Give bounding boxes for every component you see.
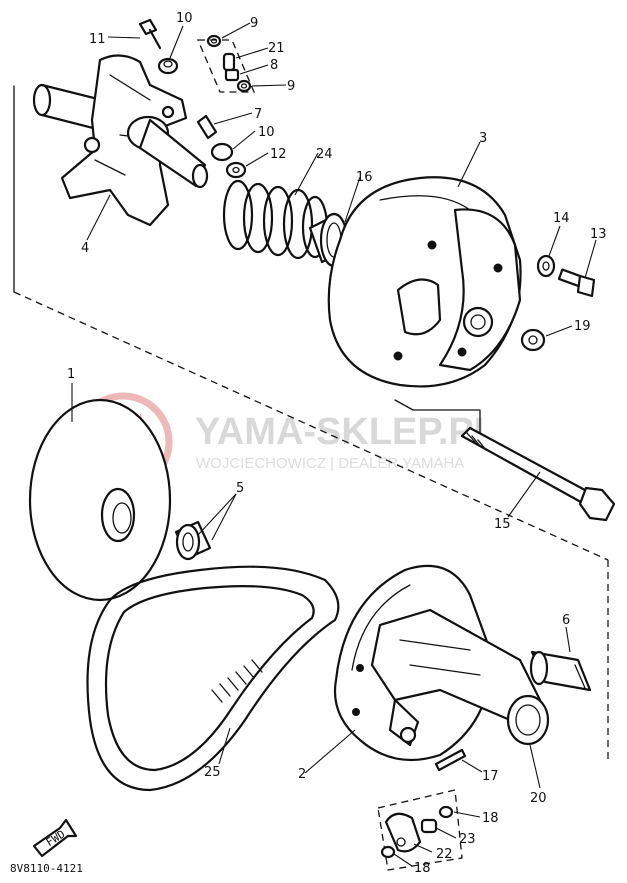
callout-20: 20 bbox=[530, 791, 547, 806]
callout-3: 3 bbox=[479, 131, 487, 146]
drawing-code: 8V8110-4121 bbox=[10, 862, 83, 875]
part-10-collar-upper bbox=[157, 57, 179, 75]
callout-17: 17 bbox=[482, 769, 499, 784]
part-6-collar bbox=[529, 650, 592, 692]
callout-1: 1 bbox=[67, 367, 75, 382]
callout-23: 23 bbox=[459, 832, 476, 847]
part-14-washer bbox=[536, 254, 556, 278]
part-9-washer-upper bbox=[206, 34, 222, 48]
part-13-bolt bbox=[557, 268, 596, 298]
callout-6: 6 bbox=[562, 613, 570, 628]
part-22-cam-plate bbox=[384, 812, 422, 853]
callout-5: 5 bbox=[236, 481, 244, 496]
callout-13: 13 bbox=[590, 227, 607, 242]
belt-cogs bbox=[211, 659, 263, 703]
hardware-dashed-outline bbox=[197, 39, 255, 93]
callout-18-upper: 18 bbox=[482, 811, 499, 826]
part-19-washer bbox=[520, 328, 546, 352]
callout-15: 15 bbox=[494, 517, 511, 532]
part-11-screw bbox=[138, 18, 162, 50]
callout-11: 11 bbox=[89, 32, 106, 47]
callout-2: 2 bbox=[298, 767, 306, 782]
part-18-washer-lower bbox=[380, 845, 396, 859]
callout-9-lower: 9 bbox=[287, 79, 295, 94]
callout-25: 25 bbox=[204, 765, 221, 780]
callout-14: 14 bbox=[553, 211, 570, 226]
callout-24: 24 bbox=[316, 147, 333, 162]
part-25-v-belt bbox=[86, 565, 340, 792]
part-17-pin bbox=[434, 748, 467, 772]
callout-19: 19 bbox=[574, 319, 591, 334]
part-4-fixed-sheave-shaft bbox=[32, 54, 209, 227]
part-10-collar-lower bbox=[210, 142, 234, 162]
callout-22: 22 bbox=[436, 847, 453, 862]
watermark-subtitle: WOJCIECHOWICZ | DEALER YAMAHA bbox=[196, 455, 464, 472]
part-12-washer bbox=[225, 161, 247, 179]
part-24-spring bbox=[222, 179, 329, 260]
leader-lines bbox=[71, 22, 597, 867]
callout-10-upper: 10 bbox=[176, 11, 193, 26]
callout-labels: 11 10 9 21 8 9 7 10 12 24 16 3 4 14 13 1… bbox=[67, 11, 607, 876]
callout-16: 16 bbox=[356, 170, 373, 185]
watermark-title: YAMA-SKLEP.PL bbox=[195, 411, 497, 453]
part-18-washer-upper bbox=[438, 805, 454, 819]
callout-8: 8 bbox=[270, 58, 278, 73]
part-1-sheave-disc bbox=[28, 398, 172, 602]
part-23-roller bbox=[420, 818, 438, 834]
callout-18-lower: 18 bbox=[414, 861, 431, 876]
callout-9-upper: 9 bbox=[250, 16, 258, 31]
part-21-pin bbox=[222, 52, 236, 72]
fwd-arrow: FWD bbox=[32, 818, 78, 858]
part-2-secondary-sheave bbox=[334, 564, 542, 762]
part-8-slider bbox=[224, 68, 240, 82]
callout-21: 21 bbox=[268, 41, 285, 56]
part-20-seal bbox=[506, 694, 550, 746]
callout-4: 4 bbox=[81, 241, 89, 256]
callout-7: 7 bbox=[254, 107, 262, 122]
watermark: YAMA-SKLEP.PL WOJCIECHOWICZ | DEALER YAM… bbox=[73, 392, 497, 492]
callout-10-lower: 10 bbox=[258, 125, 275, 140]
part-15-long-bolt bbox=[460, 426, 616, 522]
part-7-pin bbox=[196, 114, 218, 140]
part-9-washer-lower bbox=[236, 79, 252, 93]
callout-12: 12 bbox=[270, 147, 287, 162]
part-3-sliding-sheave bbox=[327, 176, 522, 388]
